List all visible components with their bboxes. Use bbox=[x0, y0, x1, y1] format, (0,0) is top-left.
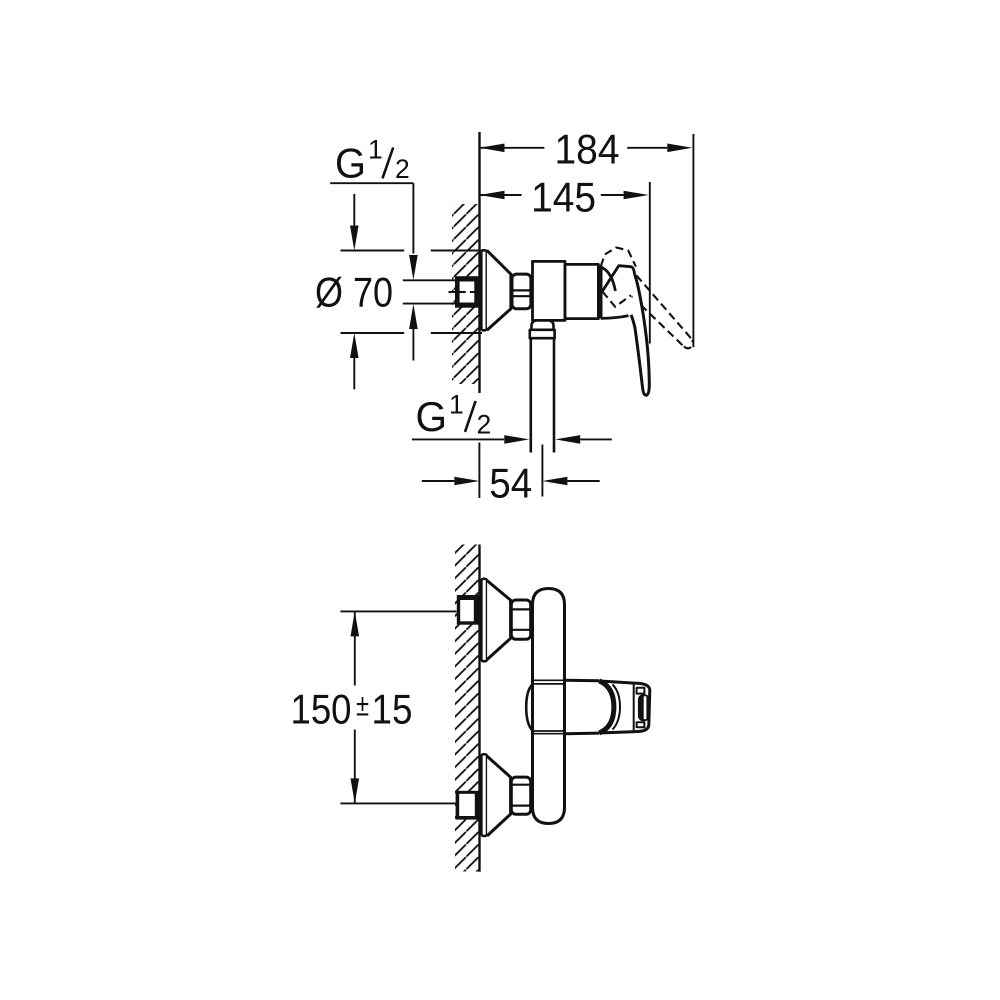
escutcheon-lower-plan bbox=[480, 753, 513, 838]
thread-outlet-denominator: 2 bbox=[477, 409, 492, 439]
outlet-elbow bbox=[528, 318, 556, 453]
handle-inner-arc bbox=[611, 683, 621, 731]
plan-view: 150 ± 15 bbox=[291, 544, 652, 872]
thread-label-inlet: G 1 2 bbox=[330, 134, 455, 361]
escutcheon-upper-plan bbox=[480, 577, 513, 663]
dimension-54: 54 bbox=[421, 442, 600, 506]
thread-outlet-slash bbox=[463, 400, 477, 433]
thread-inlet-denominator: 2 bbox=[395, 154, 410, 184]
handle-cap-dome-arc bbox=[601, 266, 617, 292]
handle-tab-upper bbox=[635, 686, 646, 695]
union-square-lower bbox=[455, 790, 480, 820]
valve-body-rear bbox=[531, 259, 567, 322]
handle-neck-bottom bbox=[600, 314, 629, 320]
dim-150-value: 150 bbox=[291, 685, 352, 732]
dim-184-label: 184 bbox=[555, 125, 620, 172]
thread-inlet-slash bbox=[381, 147, 395, 179]
union-nut-upper-plan bbox=[509, 598, 533, 641]
dim-150-tolerance: 15 bbox=[372, 685, 413, 732]
escutcheon-plate-side bbox=[479, 249, 489, 332]
bracket-seam-lines bbox=[533, 679, 564, 735]
outlet-pipe bbox=[529, 338, 556, 453]
dimension-diameter-70: Ø 70 bbox=[315, 194, 482, 390]
dim-54-label: 54 bbox=[489, 459, 532, 506]
handle-lever-blade bbox=[629, 273, 651, 397]
dim-diameter-label: Ø 70 bbox=[315, 268, 393, 315]
wall-hatching-plan bbox=[455, 544, 480, 872]
handle-end-ring-slot bbox=[643, 696, 647, 720]
valve-body-front bbox=[563, 262, 600, 320]
handle-cap bbox=[601, 264, 636, 293]
escutcheon-cone-side bbox=[485, 249, 513, 332]
union-square-upper bbox=[456, 595, 480, 625]
body-capsule bbox=[531, 587, 566, 825]
dimension-184: 184 bbox=[479, 125, 695, 348]
inlet-union-side bbox=[455, 276, 481, 308]
dim-150-pm: ± bbox=[356, 688, 369, 723]
thread-outlet-letter: G bbox=[416, 393, 448, 440]
handle-tab-lower bbox=[635, 721, 646, 729]
union-nut-lower-plan bbox=[509, 775, 533, 816]
thread-inlet-numerator: 1 bbox=[368, 134, 383, 164]
dim-145-label: 145 bbox=[531, 173, 596, 220]
thread-label-outlet: G 1 2 bbox=[411, 390, 612, 444]
handle-plan bbox=[564, 678, 652, 736]
thread-inlet-letter: G bbox=[335, 140, 366, 187]
union-nut-side bbox=[510, 272, 533, 311]
side-view: 184 145 Ø 70 G 1 2 bbox=[315, 125, 695, 506]
dimension-145: 145 bbox=[479, 173, 651, 344]
handle-crescent bbox=[598, 678, 617, 736]
thread-outlet-numerator: 1 bbox=[449, 390, 464, 420]
dimension-150: 150 ± 15 bbox=[291, 610, 457, 805]
